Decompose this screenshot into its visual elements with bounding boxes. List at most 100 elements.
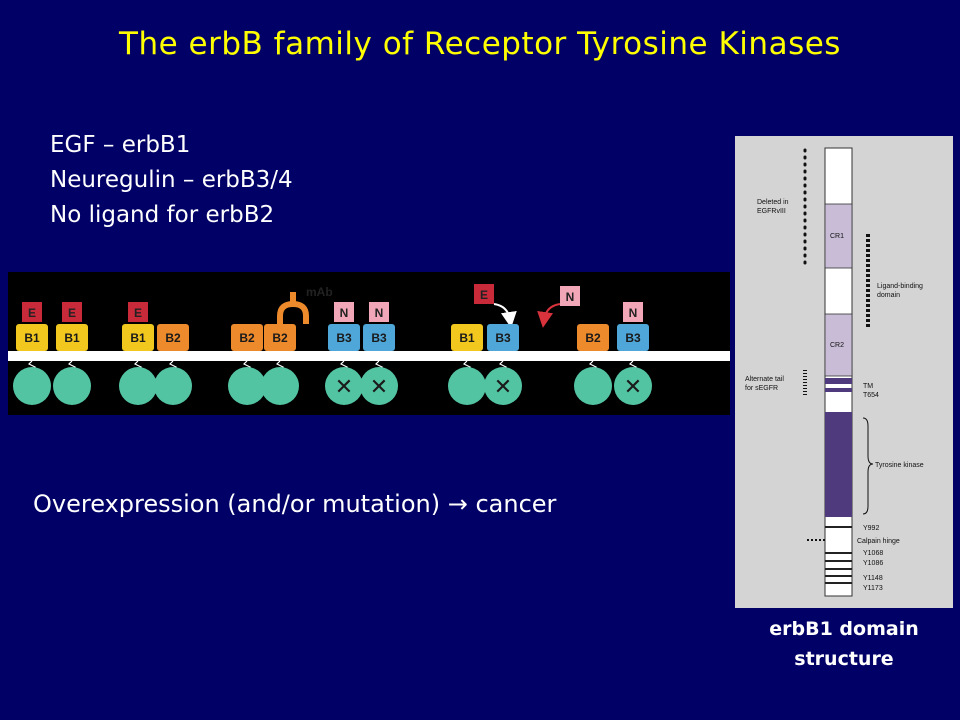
deleted-label-2: EGFRvIII (757, 208, 786, 215)
bound-ligand (623, 302, 643, 322)
tm-label: TM (863, 383, 873, 390)
receptor-box (451, 324, 483, 351)
receptor-dimer-diagram: mAb B1 E B1 E B1 E B2 B2 B2 B3 ✕ N B3 ✕ N B1 B3 ✕ B2 B3 ✕ N E N (8, 272, 730, 415)
antibody-label: mAb (306, 285, 333, 299)
receptor-box (16, 324, 48, 351)
alternate-tail-label-2: for sEGFR (745, 385, 778, 392)
receptor-label: B2 (239, 331, 255, 345)
tyrosine-band (825, 560, 852, 562)
receptor-box (487, 324, 519, 351)
caption-line: erbB1 domain (769, 618, 919, 640)
ligand-label: N (340, 306, 349, 320)
kinase-domain (53, 367, 91, 405)
free-egf-ligand (474, 284, 494, 304)
kinase-domain (325, 367, 363, 405)
free-nrg-ligand (560, 286, 580, 306)
cell-membrane (8, 351, 730, 361)
ligand-binding-label-1: Ligand-binding (877, 283, 923, 290)
kinase-domain (154, 367, 192, 405)
ligand-label: E (28, 306, 36, 320)
deleted-label-1: Deleted in (757, 199, 789, 206)
bound-ligand (62, 302, 82, 322)
ligand-label: N (375, 306, 384, 320)
receptor-label: B2 (165, 331, 181, 345)
cr1-label: CR1 (830, 233, 844, 240)
inactive-kinase-mark: ✕ (494, 375, 512, 400)
inactive-kinase-mark: ✕ (335, 375, 353, 400)
y1148-label: Y1148 (863, 575, 883, 582)
ligand-list: EGF – erbB1 Neuregulin – erbB3/4 No liga… (50, 128, 293, 233)
receptor-box (328, 324, 360, 351)
receptor-box (264, 324, 296, 351)
y1068-label: Y1068 (863, 550, 883, 557)
receptor-box (617, 324, 649, 351)
receptor-label: B3 (625, 331, 641, 345)
ligand-label: E (134, 306, 142, 320)
receptor-label: B1 (130, 331, 146, 345)
receptor-dimer-svg: mAb B1 E B1 E B1 E B2 B2 B2 B3 ✕ N B3 ✕ N B1 B3 ✕ B2 B3 ✕ N E N (8, 284, 730, 405)
receptor-box (231, 324, 263, 351)
tm-band-2 (825, 388, 852, 392)
cr2-label: CR2 (830, 342, 844, 349)
calpain-hinge-label: Calpain hinge (857, 538, 900, 545)
receptor-label: B2 (585, 331, 601, 345)
ligand-binding-label-2: domain (877, 292, 900, 299)
kinase-domain (119, 367, 157, 405)
cr1-region (824, 203, 853, 269)
t654-label: T654 (863, 392, 879, 399)
kinase-domain (360, 367, 398, 405)
nrg-binding-arrow (537, 303, 561, 328)
free-egf-label: E (480, 288, 488, 302)
receptor-box (363, 324, 395, 351)
y992-label: Y992 (863, 525, 879, 532)
tm-band (825, 378, 852, 384)
kinase-brace (862, 417, 874, 515)
bound-ligand (334, 302, 354, 322)
receptor-label: B1 (64, 331, 80, 345)
y1086-label: Y1086 (863, 560, 883, 567)
receptor-label: B3 (371, 331, 387, 345)
egf-binding-arrow (493, 303, 517, 328)
domain-caption: erbB1 domain structure (735, 614, 953, 674)
ligand-label: E (68, 306, 76, 320)
kinase-region (825, 412, 852, 517)
kinase-domain (484, 367, 522, 405)
caption-line: structure (794, 648, 894, 670)
kinase-domain (261, 367, 299, 405)
y1173-label: Y1173 (863, 585, 883, 592)
cr2-region (824, 313, 853, 377)
overexpression-statement: Overexpression (and/or mutation) → cance… (33, 490, 557, 518)
receptor-label: B1 (24, 331, 40, 345)
antibody-shape (277, 292, 309, 324)
kinase-domain (228, 367, 266, 405)
bound-ligand (369, 302, 389, 322)
receptor-label: B3 (336, 331, 352, 345)
ligand-line: EGF – erbB1 (50, 132, 191, 158)
kinase-domain (614, 367, 652, 405)
alternate-tail-label-1: Alternate tail (745, 376, 784, 383)
tyrosine-band (825, 526, 852, 528)
ligand-line: No ligand for erbB2 (50, 202, 275, 228)
tyrosine-band (825, 568, 852, 570)
receptor-label: B2 (272, 331, 288, 345)
receptor-label: B1 (459, 331, 475, 345)
tyrosine-band (825, 575, 852, 577)
receptor-label: B3 (495, 331, 511, 345)
free-nrg-label: N (566, 290, 575, 304)
domain-structure-figure: Deleted in EGFRvIII Ligand-binding domai… (735, 136, 953, 608)
ligand-label: N (629, 306, 638, 320)
inactive-kinase-mark: ✕ (370, 375, 388, 400)
receptor-box (56, 324, 88, 351)
tyrosine-band (825, 582, 852, 584)
tyrosine-kinase-label: Tyrosine kinase (875, 462, 924, 469)
bound-ligand (128, 302, 148, 322)
domain-structure-svg: Deleted in EGFRvIII Ligand-binding domai… (745, 147, 924, 597)
ligand-line: Neuregulin – erbB3/4 (50, 167, 293, 193)
slide-title: The erbB family of Receptor Tyrosine Kin… (119, 26, 841, 62)
tyrosine-band (825, 552, 852, 554)
inactive-kinase-mark: ✕ (624, 375, 642, 400)
receptor-box (577, 324, 609, 351)
receptor-box (122, 324, 154, 351)
bound-ligand (22, 302, 42, 322)
kinase-domain (574, 367, 612, 405)
